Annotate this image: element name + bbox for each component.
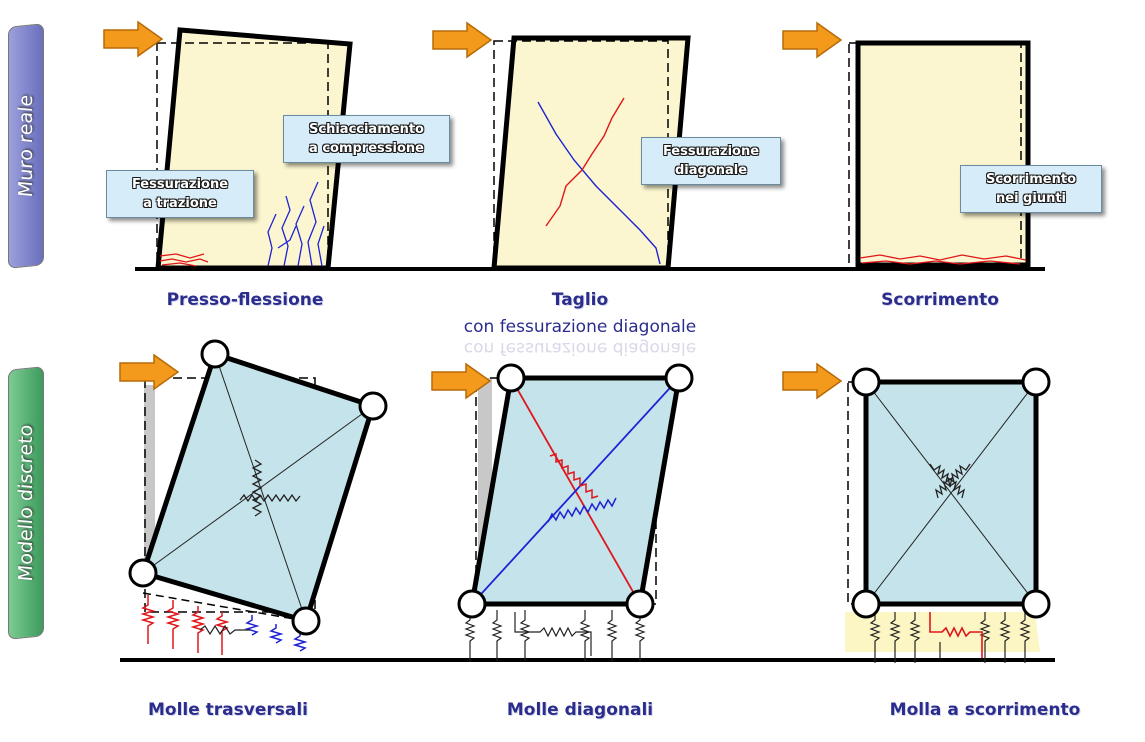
callout-diagonale-line1: Fessurazione: [662, 144, 760, 159]
callout-giunti: Scorrimento nei giunti: [960, 165, 1102, 213]
spring-red-diag: [549, 452, 599, 500]
force-arrow-6: [782, 363, 842, 399]
callout-trazione: Fessurazione a trazione: [106, 170, 254, 218]
callout-diagonale-line2: diagonale: [674, 163, 748, 178]
wall-taglio: [432, 22, 691, 271]
callout-diagonale: Fessurazione diagonale: [641, 137, 781, 185]
spring-diag-1: [251, 459, 263, 517]
springs-red: [140, 595, 230, 655]
caption-molle-diagonali: Molle diagonali: [506, 700, 654, 720]
caption-taglio-subtitle: con fessurazione diagonale: [463, 317, 697, 337]
model-molle-diagonali: [431, 363, 694, 661]
springs-base-3: [869, 612, 1031, 663]
caption-molle-trasversali: Molle trasversali: [147, 700, 309, 720]
caption-presso-flessione: Presso-flessione: [166, 290, 324, 310]
callout-compressione: Schiacciamento a compressione: [283, 115, 450, 163]
model-molla-scorrimento: [782, 363, 1051, 663]
caption-molla-scorrimento: Molla a scorrimento: [889, 700, 1081, 720]
nodes-2: [457, 363, 694, 619]
caption-taglio: Taglio: [551, 290, 609, 310]
crack-trazione: [159, 253, 209, 267]
spring-sliding: [929, 612, 983, 658]
crack-sliding: [859, 254, 1027, 265]
nodes-1: [128, 339, 388, 636]
force-arrow-3: [782, 22, 842, 58]
springs-base-2: [464, 610, 646, 661]
callout-giunti-line1: Scorrimento: [985, 172, 1077, 187]
callout-trazione-line2: a trazione: [143, 196, 217, 211]
callout-compressione-line1: Schiacciamento: [309, 122, 424, 137]
force-arrow-4: [119, 354, 179, 390]
crack-compressione: [267, 181, 325, 267]
force-arrow-2: [432, 22, 492, 58]
spring-diag-2: [239, 493, 301, 503]
caption-scorrimento: Scorrimento: [881, 290, 999, 310]
nodes-3: [851, 367, 1051, 619]
force-arrow-1: [103, 21, 163, 57]
model-molle-trasversali: [119, 339, 388, 655]
callout-giunti-line2: nei giunti: [996, 191, 1066, 206]
crack-diagonal-blue: [537, 101, 661, 265]
caption-taglio-subtitle-reflection: con fessurazione diagonale: [463, 338, 697, 358]
callout-compressione-line2: a compressione: [309, 141, 424, 156]
wall-scorrimento: [782, 22, 1031, 269]
callout-trazione-line1: Fessurazione: [131, 177, 229, 192]
crack-diagonal-red: [545, 97, 625, 227]
springs-blue: [244, 615, 308, 652]
spring-blue-diag: [547, 497, 617, 523]
